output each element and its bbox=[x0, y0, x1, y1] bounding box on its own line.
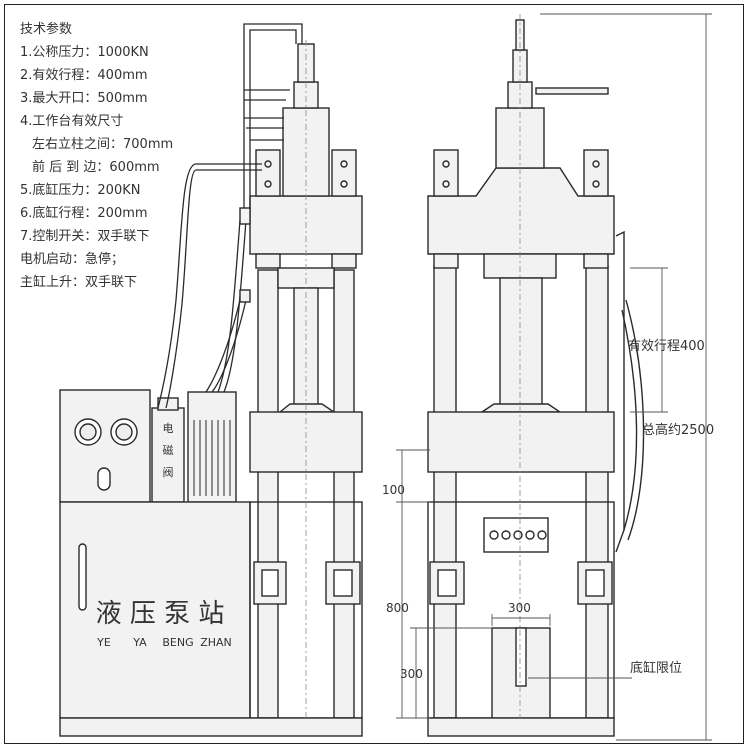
base-plate bbox=[427, 717, 615, 737]
spec-item: 1.公称压力：1000KN bbox=[20, 45, 149, 60]
pinyin: ZHAN bbox=[200, 636, 232, 649]
pinyin: YE bbox=[96, 636, 111, 649]
center-lines bbox=[305, 14, 521, 718]
oil-level-icon bbox=[78, 543, 87, 611]
pump-station-name: 液 压 泵 站 bbox=[96, 599, 225, 629]
column bbox=[433, 265, 457, 719]
spec-item: 主缸上升：双手联下 bbox=[20, 275, 138, 290]
oil-tank bbox=[59, 501, 251, 719]
base-plate bbox=[59, 717, 363, 737]
knob-icon bbox=[97, 467, 111, 491]
spec-item: 3.最大开口：500mm bbox=[20, 91, 148, 106]
side-view bbox=[59, 23, 363, 737]
spec-item: 6.底缸行程：200mm bbox=[20, 206, 148, 221]
dim-100: 100 bbox=[382, 483, 405, 497]
column bbox=[585, 265, 609, 719]
spec-item: 7.控制开关：双手联下 bbox=[20, 229, 150, 244]
column bbox=[257, 269, 279, 719]
ram bbox=[499, 277, 543, 411]
dim-800: 800 bbox=[386, 601, 409, 615]
valve-label-char: 电 bbox=[163, 422, 174, 435]
drawing-frame bbox=[4, 4, 744, 744]
spec-item: 前 后 到 边：600mm bbox=[32, 160, 160, 175]
spec-item: 2.有效行程：400mm bbox=[20, 68, 148, 83]
bottom-limit-label: 底缸限位 bbox=[630, 660, 682, 676]
front-view bbox=[427, 19, 645, 737]
slider bbox=[427, 411, 615, 473]
column bbox=[333, 269, 355, 719]
spec-title: 技术参数 bbox=[20, 22, 73, 37]
pinyin: BENG bbox=[162, 636, 193, 649]
valve-label-char: 磁 bbox=[163, 444, 174, 457]
pinyin: YA bbox=[132, 636, 147, 649]
valve-label-char: 阀 bbox=[163, 465, 174, 479]
total-height-label: 总高约2500 bbox=[642, 422, 714, 438]
stroke-label: 有效行程400 bbox=[628, 339, 705, 354]
spec-item: 4.工作台有效尺寸 bbox=[20, 114, 124, 129]
valve-block bbox=[151, 407, 185, 503]
dimension-lines bbox=[396, 13, 712, 741]
spec-list: 技术参数 1.公称压力：1000KN 2.有效行程：400mm 3.最大开口：5… bbox=[20, 18, 250, 294]
spec-item: 左右立柱之间：700mm bbox=[32, 137, 174, 152]
spec-item: 电机启动：急停； bbox=[20, 252, 125, 267]
spec-item: 5.底缸压力：200KN bbox=[20, 183, 141, 198]
dim-300-width: 300 bbox=[508, 601, 531, 615]
dim-300-height: 300 bbox=[400, 667, 423, 681]
